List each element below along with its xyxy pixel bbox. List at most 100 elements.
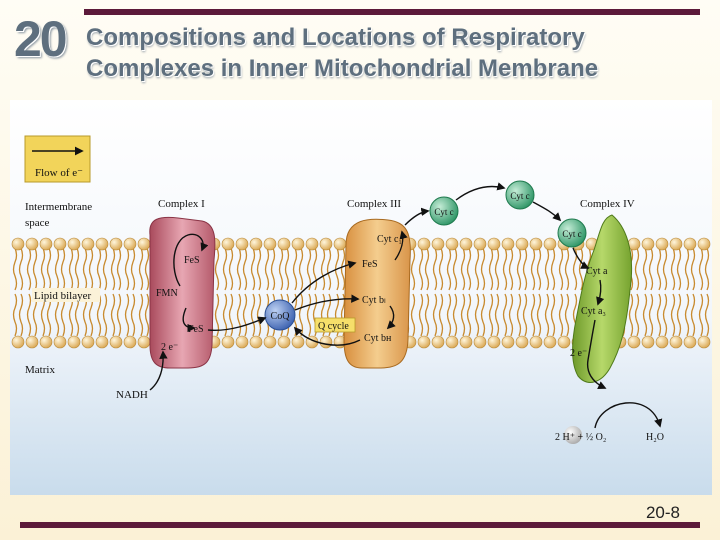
lipid-head <box>235 335 249 349</box>
lipid-head <box>291 335 305 349</box>
lipid-tail <box>256 247 262 291</box>
lipid-tail <box>26 247 32 291</box>
lipid-tail <box>438 293 444 337</box>
lipid-tail <box>488 293 494 337</box>
lipid-head <box>319 335 333 349</box>
lipid-tail <box>18 247 24 291</box>
lipid-tail <box>474 293 480 337</box>
cyt-c-bottom-sphere <box>557 218 587 248</box>
complex-i-fes-1: FeS <box>184 255 200 266</box>
lipid-tail <box>460 293 466 337</box>
lipid-head <box>81 335 95 349</box>
lipid-tail <box>474 247 480 291</box>
lipid-tail <box>12 247 18 291</box>
lipid-head <box>263 335 277 349</box>
lipid-tail <box>110 247 116 291</box>
lipid-head <box>319 237 333 251</box>
lipid-tail <box>242 247 248 291</box>
lipid-tail <box>516 293 522 337</box>
lipid-head <box>431 335 445 349</box>
lipid-tail <box>690 293 696 337</box>
lipid-head <box>557 335 571 349</box>
lipid-head <box>543 335 557 349</box>
lipid-tail <box>96 247 102 291</box>
lipid-tail <box>110 293 116 337</box>
lipid-head <box>109 237 123 251</box>
lipid-head <box>487 237 501 251</box>
lipid-head <box>515 335 529 349</box>
complex-iii-shape <box>343 218 411 369</box>
lipid-tail <box>320 247 326 291</box>
lipid-head <box>67 237 81 251</box>
lipid-tail <box>558 293 564 337</box>
lipid-tail <box>306 293 312 337</box>
lipid-tail <box>138 247 144 291</box>
lipid-head <box>277 237 291 251</box>
lipid-tail <box>452 247 458 291</box>
lipid-tail <box>116 293 122 337</box>
arrow-coq-to-cytbl <box>294 294 360 311</box>
lipid-head <box>669 237 683 251</box>
lipid-head <box>25 237 39 251</box>
lipid-tail <box>88 247 94 291</box>
lipid-tail <box>446 293 452 337</box>
lipid-tail <box>138 293 144 337</box>
lipid-tail <box>124 247 130 291</box>
lipid-tail <box>116 247 122 291</box>
complex-i-shape <box>149 216 216 369</box>
lipid-head <box>39 237 53 251</box>
arrow-cytc-to-cytc-top <box>455 182 506 201</box>
lipid-tail <box>284 247 290 291</box>
lipid-head <box>697 335 711 349</box>
lipid-tail <box>704 293 710 337</box>
lipid-tail <box>424 293 430 337</box>
lipid-tail <box>130 247 136 291</box>
electron-flow-arrows <box>149 182 663 429</box>
lipid-head <box>11 237 25 251</box>
lipid-tail <box>656 247 662 291</box>
lipid-tail <box>298 247 304 291</box>
lipid-head <box>277 335 291 349</box>
lipid-tail <box>228 247 234 291</box>
lipid-tail <box>214 247 220 291</box>
lipid-tail <box>530 247 536 291</box>
lipid-head <box>123 237 137 251</box>
matrix-label: Matrix <box>25 364 55 376</box>
lipid-head <box>487 335 501 349</box>
lipid-head <box>53 335 67 349</box>
lipid-tail <box>60 247 66 291</box>
lipid-tail <box>628 293 634 337</box>
arrow-nadh-to-complex-i <box>149 350 168 391</box>
lipid-head <box>473 335 487 349</box>
lipid-tail <box>68 247 74 291</box>
lipid-head <box>109 335 123 349</box>
lipid-tail <box>670 247 676 291</box>
lipid-head <box>249 237 263 251</box>
lipid-head <box>459 335 473 349</box>
lipid-tail <box>410 247 416 291</box>
arrow-fes-to-fes <box>182 307 196 333</box>
complex-i-fmn: FMN <box>156 288 178 299</box>
lipid-tail <box>222 293 228 337</box>
title-line-2: Complexes in Inner Mitochondrial Membran… <box>86 55 599 82</box>
lipid-head <box>81 237 95 251</box>
lipid-tail <box>684 293 690 337</box>
reaction-reactants: 2 H⁺ + ½ O₂ <box>555 432 606 443</box>
lipid-tail <box>698 293 704 337</box>
lipid-head <box>655 335 669 349</box>
lipid-head <box>501 237 515 251</box>
lipid-tail <box>46 247 52 291</box>
title-line-1: Compositions and Locations of Respirator… <box>86 24 585 51</box>
lipid-tail <box>642 247 648 291</box>
cyt-c-top-sphere <box>505 180 535 210</box>
lipid-head <box>641 237 655 251</box>
lipid-head <box>417 335 431 349</box>
lipid-tail <box>312 247 318 291</box>
lipid-tail <box>698 247 704 291</box>
lipid-head <box>683 335 697 349</box>
lipid-tail <box>102 293 108 337</box>
lipid-tail <box>438 247 444 291</box>
lipid-tail <box>54 247 60 291</box>
lipid-head <box>249 335 263 349</box>
lipid-head <box>11 335 25 349</box>
